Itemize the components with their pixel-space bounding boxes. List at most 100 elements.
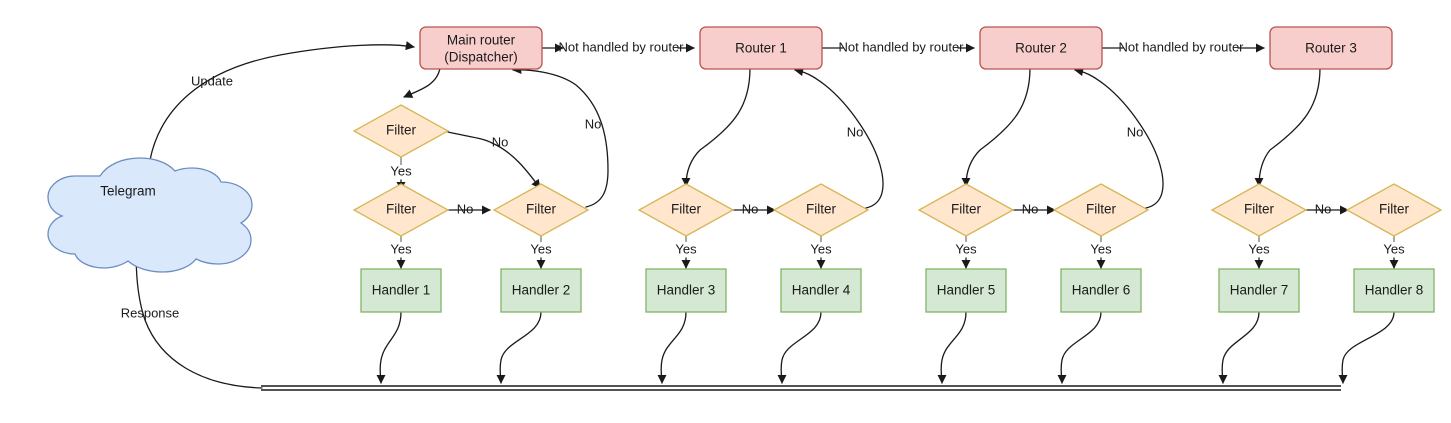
router-main[interactable]: Main router (Dispatcher) — [419, 26, 543, 70]
edge-handler-2-to-bus — [496, 311, 542, 384]
filter-1-shape — [352, 183, 450, 237]
filter-3-label: Filter — [671, 202, 702, 217]
handler-8-box — [1353, 268, 1435, 313]
handler-4-label: Handler 4 — [792, 283, 851, 298]
edge-label-yes-5: Yes — [955, 241, 977, 256]
filter-a[interactable]: Filter — [352, 104, 450, 158]
filter-5[interactable]: Filter — [917, 183, 1015, 237]
edge-handler-1-to-bus — [376, 311, 402, 384]
handler-7[interactable]: Handler 7 — [1218, 268, 1300, 313]
filter-8[interactable]: Filter — [1345, 183, 1443, 237]
edge-label-yes-6: Yes — [1090, 241, 1112, 256]
edge-labels-group: Update Response Not handled by router No… — [121, 39, 1405, 320]
router-1-box — [699, 26, 823, 70]
edge-handler-4-to-bus — [777, 311, 822, 384]
edge-filter-2-no-return — [512, 64, 609, 208]
edge-label-yes-8: Yes — [1383, 241, 1405, 256]
handler-4-box — [780, 268, 862, 313]
edges-group — [131, 41, 1399, 391]
edge-label-no-return-main: No — [585, 116, 602, 131]
handler-7-label: Handler 7 — [1230, 283, 1289, 298]
edge-filter-a-no — [447, 131, 541, 189]
handler-5-label: Handler 5 — [937, 283, 996, 298]
edge-r1-to-filter-3 — [681, 67, 751, 187]
filter-a-label: Filter — [386, 123, 417, 138]
handler-2-box — [500, 268, 582, 313]
filter-6-shape — [1052, 183, 1150, 237]
handler-5-box — [925, 268, 1007, 313]
handler-1-box — [360, 268, 442, 313]
filter-6-label: Filter — [1086, 202, 1117, 217]
filter-8-label: Filter — [1379, 202, 1410, 217]
edge-label-update: Update — [191, 73, 233, 88]
edge-handler-5-to-bus — [937, 311, 967, 384]
filter-4-label: Filter — [806, 202, 837, 217]
handler-6-label: Handler 6 — [1072, 283, 1131, 298]
edge-label-yes-1: Yes — [390, 241, 412, 256]
telegram-cloud[interactable]: Telegram — [47, 157, 253, 273]
telegram-cloud-label: Telegram — [100, 184, 156, 199]
handler-2-label: Handler 2 — [512, 283, 571, 298]
handler-1[interactable]: Handler 1 — [360, 268, 442, 313]
handler-7-box — [1218, 268, 1300, 313]
edge-label-no-1: No — [457, 201, 474, 216]
edge-label-no-7: No — [1315, 201, 1332, 216]
filter-6[interactable]: Filter — [1052, 183, 1150, 237]
handler-3-label: Handler 3 — [657, 283, 716, 298]
edge-filter-6-no-return — [1074, 67, 1164, 209]
router-main-label-line1: Main router — [447, 33, 516, 48]
filter-2-shape — [492, 183, 590, 237]
filter-3[interactable]: Filter — [637, 183, 735, 237]
handler-4[interactable]: Handler 4 — [780, 268, 862, 313]
handler-5[interactable]: Handler 5 — [925, 268, 1007, 313]
edge-label-no-a: No — [492, 134, 509, 149]
edge-label-yes-3: Yes — [675, 241, 697, 256]
edge-r2-to-filter-5 — [961, 67, 1031, 187]
handler-3[interactable]: Handler 3 — [645, 268, 727, 313]
edge-handler-7-to-bus — [1218, 311, 1260, 384]
filter-3-shape — [637, 183, 735, 237]
edge-label-no-3: No — [742, 201, 759, 216]
filter-1-label: Filter — [386, 202, 417, 217]
handler-2[interactable]: Handler 2 — [500, 268, 582, 313]
filter-2-label: Filter — [526, 202, 557, 217]
handler-6-box — [1060, 268, 1142, 313]
handler-8-label: Handler 8 — [1365, 283, 1424, 298]
router-1[interactable]: Router 1 — [699, 26, 823, 70]
handler-6[interactable]: Handler 6 — [1060, 268, 1142, 313]
router-3[interactable]: Router 3 — [1269, 26, 1393, 70]
edge-main-to-filter-a — [403, 67, 441, 98]
router-main-box — [419, 26, 543, 70]
router-1-label: Router 1 — [735, 41, 787, 56]
cloud-shape-path — [47, 157, 253, 273]
edge-label-response: Response — [121, 305, 180, 320]
edge-label-not-handled-2: Not handled by router — [838, 39, 964, 54]
filter-1[interactable]: Filter — [352, 183, 450, 237]
router-3-box — [1269, 26, 1393, 70]
edge-handler-3-to-bus — [657, 311, 687, 384]
router-main-label-line2: (Dispatcher) — [444, 50, 518, 65]
filter-7[interactable]: Filter — [1210, 183, 1308, 237]
filter-4[interactable]: Filter — [772, 183, 870, 237]
handler-8[interactable]: Handler 8 — [1353, 268, 1435, 313]
edge-label-yes-4: Yes — [810, 241, 832, 256]
edge-update — [149, 41, 415, 161]
filter-a-shape — [352, 104, 450, 158]
filter-5-label: Filter — [951, 202, 982, 217]
filter-7-label: Filter — [1244, 202, 1275, 217]
edge-handler-8-to-bus — [1338, 311, 1395, 384]
router-2[interactable]: Router 2 — [979, 26, 1103, 70]
router-3-label: Router 3 — [1305, 41, 1357, 56]
router-2-box — [979, 26, 1103, 70]
edge-label-no-return-r2: No — [1127, 124, 1144, 139]
edge-label-not-handled-3: Not handled by router — [1118, 39, 1244, 54]
handler-3-box — [645, 268, 727, 313]
edge-label-not-handled-1: Not handled by router — [558, 39, 684, 54]
edge-label-yes-2: Yes — [530, 241, 552, 256]
filter-5-shape — [917, 183, 1015, 237]
filter-2[interactable]: Filter — [492, 183, 590, 237]
edge-r3-to-filter-7 — [1254, 67, 1321, 187]
edge-filter-4-no-return — [794, 67, 884, 209]
